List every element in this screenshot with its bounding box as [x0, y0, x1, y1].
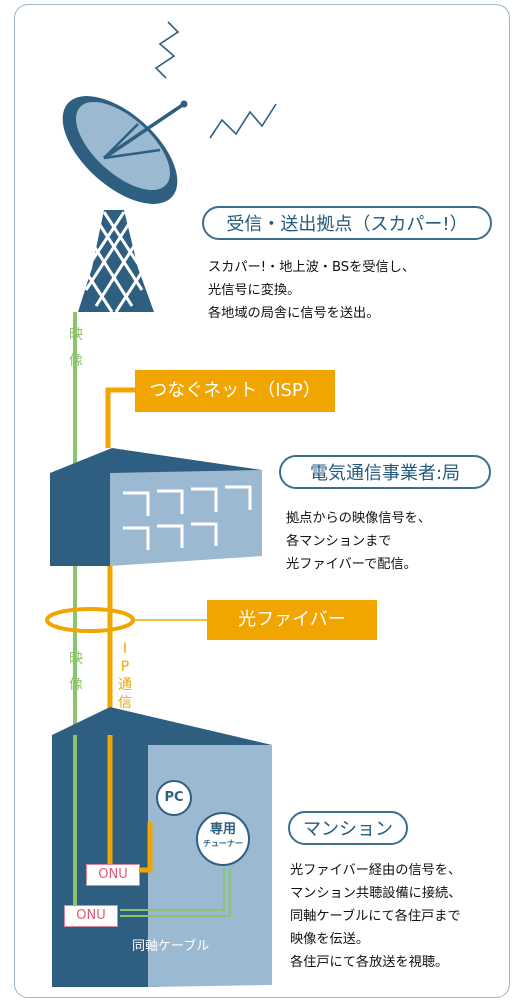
video-label-char: 像 [69, 353, 83, 369]
satellite-tower-icon [62, 96, 188, 313]
mansion-line: 光ファイバー経由の信号を、 [290, 863, 462, 878]
reception-line: 光信号に変換。 [208, 283, 301, 298]
ip-label-char: I [122, 641, 128, 657]
mansion-line: 映像を伝送。 [290, 932, 370, 947]
mansion-line: マンション共聴設備に接続、 [290, 886, 462, 901]
mansion-line: 同軸ケーブルにて各住戸まで [290, 909, 461, 924]
onu-upper: ONU [86, 864, 140, 886]
tuner-icon: 専用 チューナー [196, 812, 250, 866]
onu-lower: ONU [64, 905, 118, 927]
mansion-building-icon [52, 707, 272, 987]
video-label-upper: 映 像 [68, 326, 84, 370]
diagram-frame [14, 4, 510, 998]
ip-label: I P 通 信 [117, 640, 133, 712]
ip-label-char: 通 [118, 677, 132, 693]
ip-label-char: 信 [118, 695, 132, 711]
pc-label: PC [164, 790, 184, 805]
coax-label: 同軸ケーブル [132, 939, 210, 954]
telecom-line: 各マンションまで [286, 534, 392, 549]
fiber-ring-icon [45, 607, 135, 633]
telecom-line: 拠点からの映像信号を、 [286, 511, 432, 526]
isp-label: つなぐネット（ISP） [135, 370, 335, 412]
signal-wave-right [209, 103, 277, 139]
video-label-char: 映 [69, 327, 83, 343]
video-label-lower: 映 像 [68, 650, 84, 694]
telecom-line: 光ファイバーで配信。 [286, 557, 417, 572]
reception-title: 受信・送出拠点（スカパー!） [202, 206, 492, 240]
video-label-char: 映 [69, 651, 83, 667]
signal-wave-upper [154, 21, 180, 79]
mansion-description: 光ファイバー経由の信号を、 マンション共聴設備に接続、 同軸ケーブルにて各住戸ま… [290, 859, 461, 974]
reception-line: 各地域の局舎に信号を送出。 [208, 306, 380, 321]
telecom-title: 電気通信事業者:局 [279, 455, 491, 489]
isp-line [105, 387, 135, 448]
mansion-title: マンション [288, 811, 408, 845]
tuner-label-line2: チューナー [203, 839, 243, 848]
video-label-char: 像 [69, 677, 83, 693]
coax-line [120, 868, 225, 911]
tuner-label-line1: 専用 [209, 822, 236, 837]
telecom-building-icon [50, 448, 262, 566]
mansion-line: 各住戸にて各放送を視聴。 [290, 955, 449, 970]
reception-description: スカパー!・地上波・BSを受信し、 光信号に変換。 各地域の局舎に信号を送出。 [208, 256, 415, 325]
ip-label-char: P [120, 659, 130, 675]
pc-icon: PC [156, 780, 192, 816]
reception-line: スカパー!・地上波・BSを受信し、 [208, 260, 416, 275]
fiber-label: 光ファイバー [207, 600, 377, 640]
telecom-description: 拠点からの映像信号を、 各マンションまで 光ファイバーで配信。 [286, 507, 431, 576]
